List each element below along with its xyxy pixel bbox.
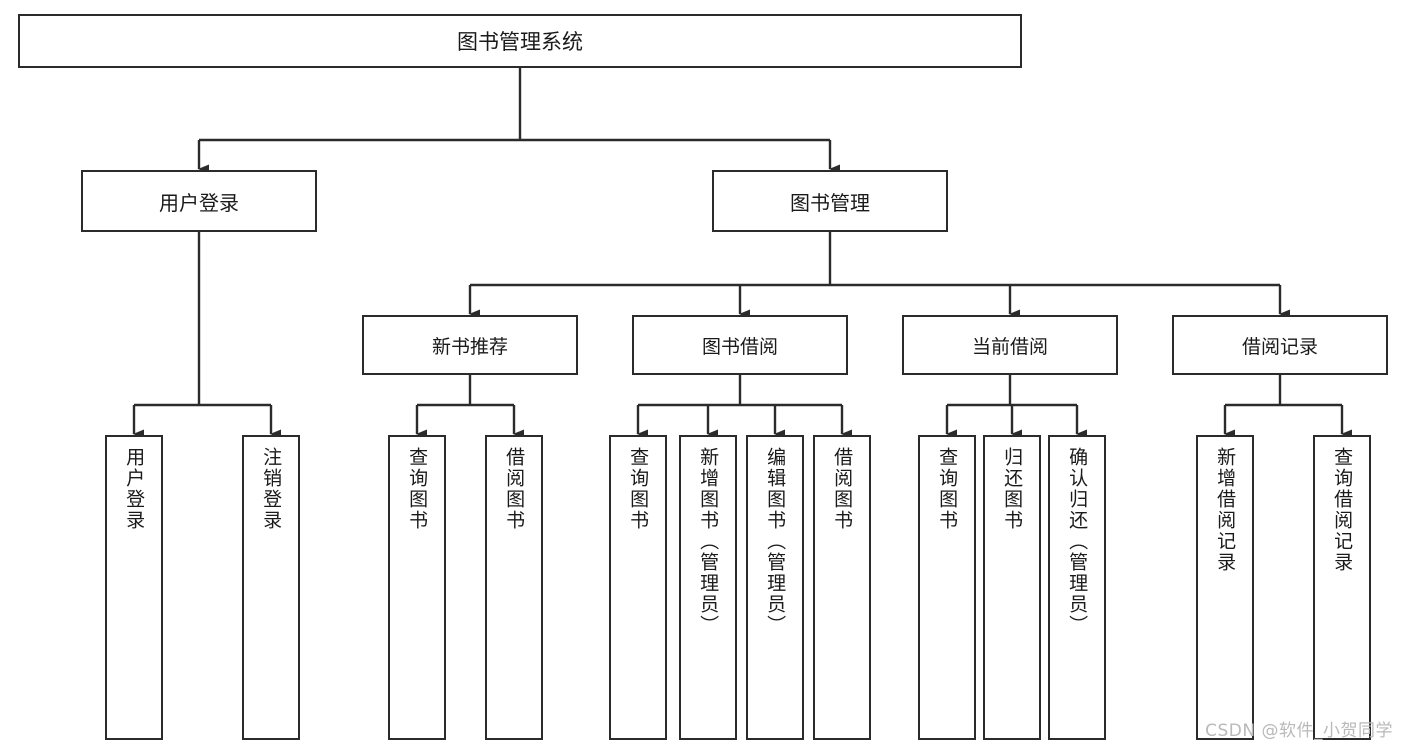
watermark-text: CSDN @软件_小贺同学 <box>1205 721 1393 741</box>
node-label-leaf-add-book: 新增图书（管理员） <box>697 447 720 636</box>
node-leaf-user-logout[interactable]: 注销登录 <box>242 435 300 740</box>
node-leaf-add-record[interactable]: 新增借阅记录 <box>1196 435 1254 740</box>
edge-group <box>132 68 1352 439</box>
node-leaf-query-book-1[interactable]: 查询图书 <box>388 435 446 740</box>
node-label-leaf-confirm-return: 确认归还（管理员） <box>1066 447 1089 636</box>
node-label-book-manage: 图书管理 <box>790 190 870 215</box>
node-user-login[interactable]: 用户登录 <box>81 170 317 232</box>
node-leaf-borrow-book-1[interactable]: 借阅图书 <box>485 435 543 740</box>
node-label-leaf-user-logout: 注销登录 <box>260 447 283 531</box>
node-borrow-record[interactable]: 借阅记录 <box>1172 315 1388 375</box>
node-leaf-borrow-book-2[interactable]: 借阅图书 <box>813 435 871 740</box>
node-leaf-user-login[interactable]: 用户登录 <box>105 435 163 740</box>
node-label-leaf-query-book-2: 查询图书 <box>627 447 650 531</box>
node-root[interactable]: 图书管理系统 <box>18 14 1022 68</box>
node-leaf-edit-book[interactable]: 编辑图书（管理员） <box>746 435 804 740</box>
node-book-borrow[interactable]: 图书借阅 <box>632 315 848 375</box>
node-label-new-book-recommend: 新书推荐 <box>431 335 508 358</box>
node-leaf-add-book[interactable]: 新增图书（管理员） <box>679 435 737 740</box>
node-current-borrow[interactable]: 当前借阅 <box>902 315 1118 375</box>
node-leaf-confirm-return[interactable]: 确认归还（管理员） <box>1048 435 1106 740</box>
node-leaf-return-book[interactable]: 归还图书 <box>983 435 1041 740</box>
node-label-leaf-query-book-3: 查询图书 <box>936 447 959 531</box>
node-leaf-query-book-3[interactable]: 查询图书 <box>918 435 976 740</box>
node-label-leaf-user-login: 用户登录 <box>123 447 146 531</box>
node-label-borrow-record: 借阅记录 <box>1241 335 1318 358</box>
node-label-leaf-add-record: 新增借阅记录 <box>1214 447 1237 573</box>
node-label-leaf-query-book-1: 查询图书 <box>406 447 429 531</box>
node-book-manage[interactable]: 图书管理 <box>712 170 948 232</box>
node-label-leaf-borrow-book-1: 借阅图书 <box>503 447 526 531</box>
node-label-leaf-borrow-book-2: 借阅图书 <box>831 447 854 531</box>
node-label-leaf-return-book: 归还图书 <box>1001 447 1024 531</box>
node-leaf-query-book-2[interactable]: 查询图书 <box>609 435 667 740</box>
node-label-leaf-query-record: 查询借阅记录 <box>1331 447 1354 573</box>
node-new-book-recommend[interactable]: 新书推荐 <box>362 315 578 375</box>
node-label-user-login: 用户登录 <box>159 190 239 215</box>
node-leaf-query-record[interactable]: 查询借阅记录 <box>1313 435 1371 740</box>
node-label-leaf-edit-book: 编辑图书（管理员） <box>764 447 787 636</box>
node-label-book-borrow: 图书借阅 <box>701 335 778 358</box>
node-label-root: 图书管理系统 <box>457 30 583 54</box>
node-label-current-borrow: 当前借阅 <box>971 335 1048 358</box>
